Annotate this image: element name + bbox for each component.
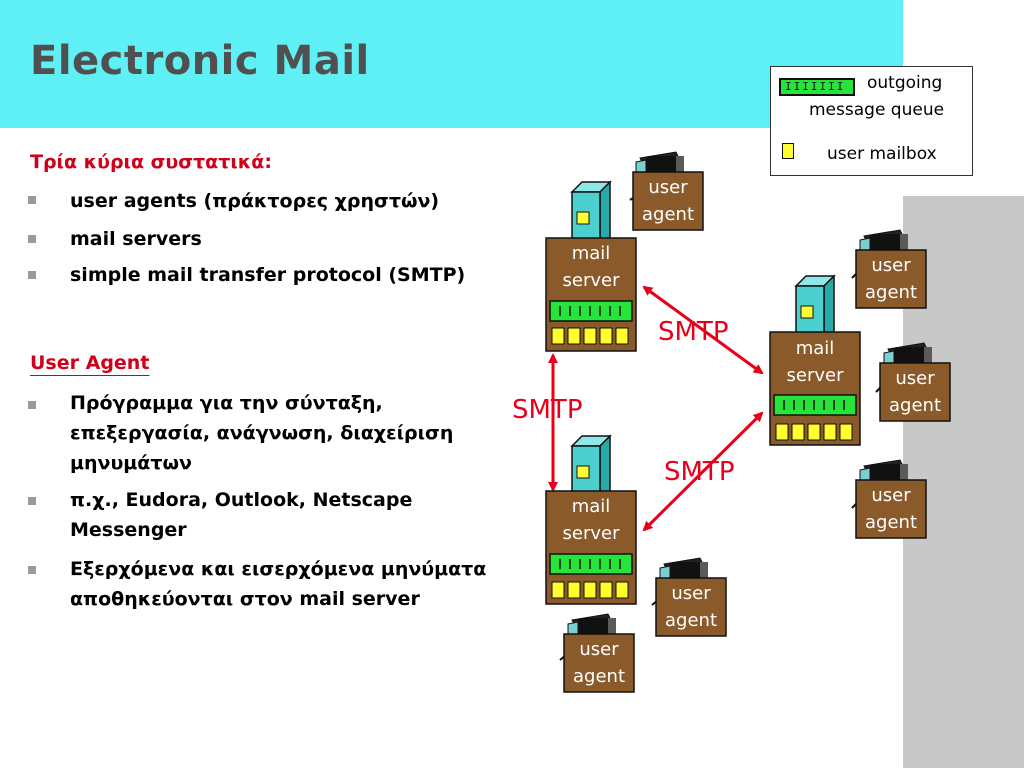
- svg-text:user: user: [671, 583, 711, 604]
- ua-item-2: π.χ., Eudora, Outlook, Netscape Messenge…: [70, 489, 413, 541]
- svg-text:agent: agent: [573, 666, 625, 687]
- bullet-icon: [28, 271, 36, 279]
- svg-text:mail: mail: [572, 243, 611, 264]
- bullet-icon: [28, 235, 36, 243]
- svg-text:agent: agent: [889, 395, 941, 416]
- user-agent-5: user agent: [655, 557, 727, 637]
- user-agent-6: user agent: [563, 613, 635, 693]
- user-agent-4: user agent: [855, 459, 927, 539]
- legend-queue-ticks: IIIIIII: [785, 80, 846, 93]
- svg-text:server: server: [563, 523, 621, 544]
- legend-queue-icon: [779, 78, 855, 96]
- user-agent-2: user agent: [855, 229, 927, 309]
- mailbox-icon: [551, 327, 629, 345]
- bullet-icon: [28, 566, 36, 574]
- legend-queue-label-2: message queue: [809, 100, 945, 120]
- bullet-icon: [28, 196, 36, 204]
- user-agent-3: user agent: [879, 342, 951, 422]
- mail-server-right: mail server: [769, 275, 861, 446]
- component-item-1: user agents (πράκτορες χρηστών): [70, 190, 440, 212]
- legend-queue-label-1: outgoing: [867, 73, 943, 93]
- svg-text:mail: mail: [572, 496, 611, 517]
- ua-item-1: Πρόγραμμα για την σύνταξη, επεξεργασία, …: [70, 392, 454, 474]
- svg-text:user: user: [895, 368, 935, 389]
- smtp-arrow-top: [642, 285, 764, 375]
- component-item-3: simple mail transfer protocol (SMTP): [70, 264, 466, 286]
- mail-server-top: mail server: [545, 181, 637, 352]
- smtp-label-top: SMTP: [658, 317, 729, 347]
- mailbox-icon: [775, 423, 853, 441]
- svg-text:user: user: [871, 255, 911, 276]
- svg-text:server: server: [563, 270, 621, 291]
- component-item-2: mail servers: [70, 228, 202, 250]
- svg-text:user: user: [648, 177, 688, 198]
- bullet-icon: [28, 497, 36, 505]
- smtp-label-left: SMTP: [512, 395, 583, 425]
- user-agent-heading: User Agent: [30, 352, 150, 374]
- svg-text:agent: agent: [665, 610, 717, 631]
- svg-text:agent: agent: [865, 512, 917, 533]
- header-band: [0, 0, 903, 128]
- smtp-label-bottom: SMTP: [664, 457, 735, 487]
- mail-server-bottom: mail server: [545, 435, 637, 605]
- legend-mailbox-label: user mailbox: [827, 144, 937, 164]
- ua-item-3: Εξερχόμενα και εισερχόμενα μηνύματα αποθ…: [70, 558, 487, 610]
- smtp-arrow-bottom: [642, 411, 764, 532]
- svg-text:agent: agent: [642, 204, 694, 225]
- svg-text:user: user: [871, 485, 911, 506]
- svg-text:mail: mail: [796, 338, 835, 359]
- bullet-icon: [28, 401, 36, 409]
- svg-text:server: server: [787, 365, 845, 386]
- legend: IIIIIII outgoing message queue user mail…: [770, 66, 973, 176]
- legend-mailbox-icon: [782, 143, 794, 159]
- slide-title: Electronic Mail: [30, 38, 370, 84]
- components-heading: Τρία κύρια συστατικά:: [30, 151, 272, 173]
- mailbox-icon: [551, 581, 629, 599]
- user-agent-1: user agent: [632, 151, 704, 231]
- svg-text:agent: agent: [865, 282, 917, 303]
- svg-text:user: user: [579, 639, 619, 660]
